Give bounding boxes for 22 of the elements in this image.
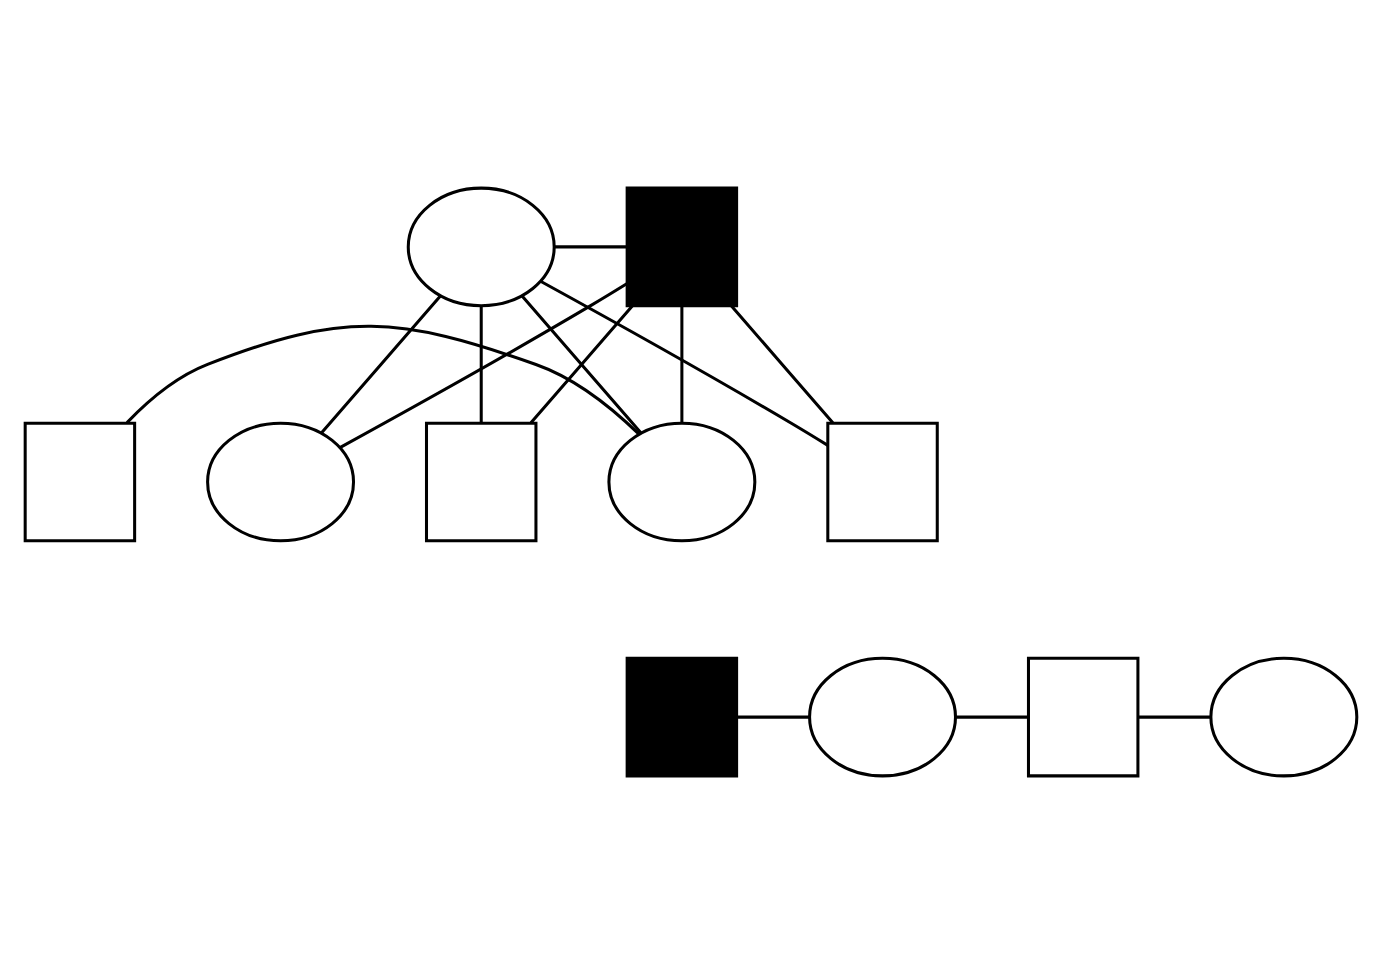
connector: [680, 306, 684, 423]
node-circle: [607, 421, 757, 543]
node-box: [826, 421, 939, 543]
node-circle: [406, 186, 556, 308]
node-box: [625, 656, 739, 778]
node-box: [23, 421, 137, 543]
node-circle: [1209, 656, 1359, 778]
connector: [736, 715, 810, 719]
connector: [339, 282, 628, 449]
node-circle: [206, 421, 356, 543]
connector: [1138, 715, 1211, 719]
connector: [479, 306, 483, 423]
connector: [539, 279, 829, 447]
node-box: [625, 186, 739, 308]
node-circle: [808, 656, 957, 778]
connector: [956, 715, 1028, 719]
connector: [730, 305, 834, 424]
node-box: [1026, 656, 1140, 778]
connector: [125, 324, 641, 436]
connector: [554, 245, 627, 249]
node-box: [425, 421, 538, 543]
connector: [320, 295, 442, 434]
